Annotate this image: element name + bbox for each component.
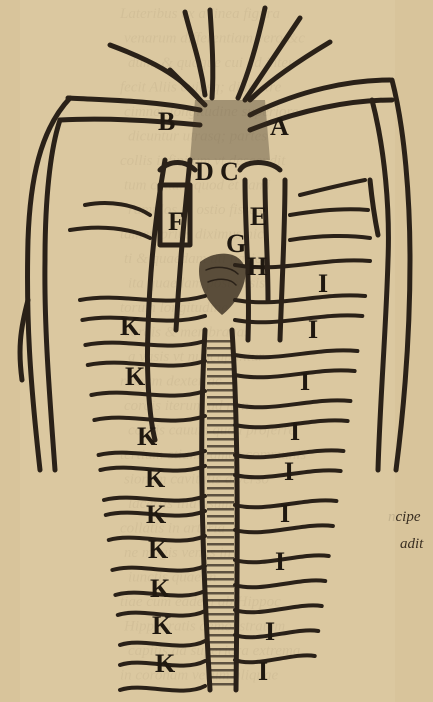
spine-hatch-stroke xyxy=(207,606,234,609)
spine-hatch-stroke xyxy=(207,501,234,504)
label-I: I xyxy=(308,315,318,344)
label-E: E xyxy=(250,202,267,231)
spine-hatch-stroke xyxy=(207,368,234,371)
spine-hatch-stroke xyxy=(207,480,234,483)
spine-hatch-stroke xyxy=(207,354,234,357)
spine-hatch-stroke xyxy=(207,564,234,567)
spine-hatch-stroke xyxy=(207,438,234,441)
spine-hatch-stroke xyxy=(207,445,234,448)
spine-hatch-stroke xyxy=(207,389,234,392)
spine-hatch-stroke xyxy=(207,431,234,434)
spine-hatch-stroke xyxy=(207,508,234,511)
central-trunk-hatching xyxy=(190,100,270,160)
spine-hatch-stroke xyxy=(207,417,234,420)
spine-hatch-stroke xyxy=(207,592,234,595)
label-B: B xyxy=(158,107,175,136)
margin-note-2: adit xyxy=(400,536,424,552)
spine-hatch-stroke xyxy=(207,655,234,658)
spine-hatch-stroke xyxy=(207,620,234,623)
spine-hatch-stroke xyxy=(207,452,234,455)
spine-hatch-stroke xyxy=(207,676,234,679)
label-A: A xyxy=(270,112,289,141)
spine-hatch-stroke xyxy=(207,487,234,490)
spine-hatch-stroke xyxy=(207,599,234,602)
label-I: I xyxy=(300,367,310,396)
spine-hatch-stroke xyxy=(207,585,234,588)
spine-hatch-stroke xyxy=(207,522,234,525)
label-H: H xyxy=(247,252,267,281)
spine-hatch-stroke xyxy=(207,536,234,539)
spine-hatch-stroke xyxy=(207,466,234,469)
spine-hatch-stroke xyxy=(207,648,234,651)
label-K: K xyxy=(125,362,146,391)
spine-hatch-stroke xyxy=(207,543,234,546)
spine-hatch-stroke xyxy=(207,459,234,462)
spine-hatch-stroke xyxy=(207,571,234,574)
spine-hatch-stroke xyxy=(207,550,234,553)
spine-hatch-stroke xyxy=(207,613,234,616)
label-I: I xyxy=(318,269,328,298)
label-K: K xyxy=(120,312,141,341)
spine-hatch-stroke xyxy=(207,578,234,581)
spinal-column xyxy=(202,330,237,690)
spine-hatch-stroke xyxy=(207,494,234,497)
spine-hatch-stroke xyxy=(207,641,234,644)
label-K: K xyxy=(148,535,169,564)
label-D: D xyxy=(195,157,214,186)
spine-hatch-stroke xyxy=(207,634,234,637)
label-I: I xyxy=(284,457,294,486)
spine-hatch-stroke xyxy=(207,424,234,427)
spine-hatch-stroke xyxy=(207,669,234,672)
label-G: G xyxy=(226,229,246,258)
label-I: I xyxy=(265,617,275,646)
label-K: K xyxy=(146,500,167,529)
label-K: K xyxy=(150,574,171,603)
label-I: I xyxy=(258,657,268,686)
spine-hatch-stroke xyxy=(207,529,234,532)
label-F: F xyxy=(168,207,184,236)
label-I: I xyxy=(275,547,285,576)
spine-hatch-stroke xyxy=(207,410,234,413)
spine-hatch-stroke xyxy=(207,557,234,560)
spine-hatch-stroke xyxy=(207,662,234,665)
label-I: I xyxy=(280,499,290,528)
spine-hatch-stroke xyxy=(207,340,234,343)
spine-hatch-stroke xyxy=(207,515,234,518)
spine-hatch-stroke xyxy=(207,403,234,406)
spine-hatch-stroke xyxy=(207,375,234,378)
spine-hatch-stroke xyxy=(207,382,234,385)
spine-hatch-stroke xyxy=(207,396,234,399)
label-K: K xyxy=(137,422,158,451)
label-K: K xyxy=(155,649,176,678)
label-I: I xyxy=(290,417,300,446)
spine-hatch-stroke xyxy=(207,347,234,350)
spine-hatch-stroke xyxy=(207,361,234,364)
spine-hatch-stroke xyxy=(207,473,234,476)
label-C: C xyxy=(220,157,239,186)
label-K: K xyxy=(152,611,173,640)
spine-hatch-stroke xyxy=(207,627,234,630)
label-K: K xyxy=(145,464,166,493)
spine-hatch-stroke xyxy=(207,683,234,686)
